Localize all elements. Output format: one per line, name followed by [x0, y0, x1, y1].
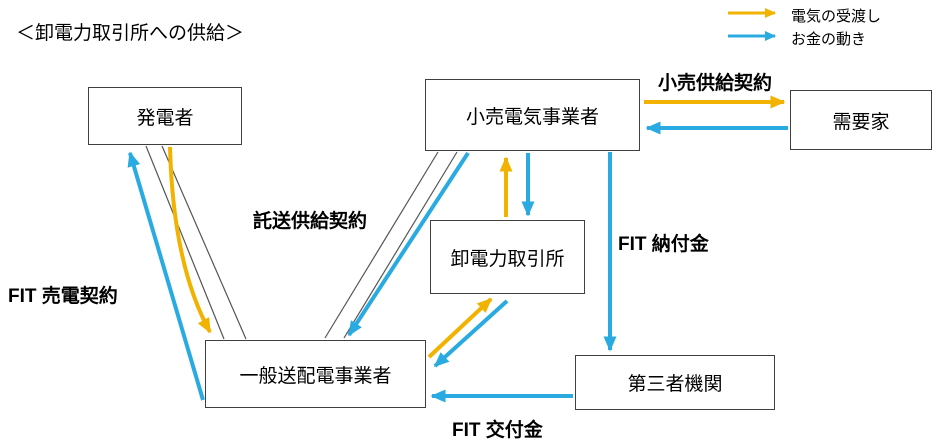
node-third-party: 第三者機関: [575, 355, 775, 410]
arrow-money-transmission-to-generator: [127, 151, 205, 401]
contract-line-retailer-transmission-1: [324, 151, 439, 339]
node-generator-label: 発電者: [136, 107, 194, 129]
label-fit-levy: FIT 納付金: [618, 234, 709, 255]
arrow-money-retailer-to-transmission: [347, 151, 470, 337]
node-consumer: 需要家: [790, 90, 932, 150]
diagram-title: ＜卸電力取引所への供給＞: [16, 23, 245, 44]
arrow-money-exchange-to-transmission: [433, 299, 509, 368]
node-retailer-label: 小売電気事業者: [465, 106, 599, 128]
node-third-party-label: 第三者機関: [627, 374, 723, 395]
node-exchange: 卸電力取引所: [430, 220, 585, 294]
contract-line-generator-transmission-2: [161, 145, 247, 340]
arrow-electricity-generator-to-transmission: [168, 146, 212, 334]
legend-label-electricity: 電気の受渡し: [791, 8, 882, 25]
label-consignment-supply-contract: 託送供給契約: [253, 211, 368, 232]
legend-label-money: お金の動き: [791, 31, 867, 48]
label-fit-sale-contract: FIT 売電契約: [8, 286, 118, 307]
label-retail-supply-contract: 小売供給契約: [658, 73, 773, 94]
node-exchange-label: 卸電力取引所: [450, 248, 565, 270]
contract-line-generator-transmission-1: [145, 145, 225, 340]
node-retailer: 小売電気事業者: [425, 79, 640, 151]
node-generator: 発電者: [88, 87, 242, 145]
node-consumer-label: 需要家: [832, 111, 890, 133]
label-fit-grant: FIT 交付金: [452, 420, 543, 441]
node-transmission: 一般送配電事業者: [205, 340, 426, 408]
contract-line-retailer-transmission-2: [343, 151, 458, 339]
arrow-electricity-transmission-to-exchange: [427, 297, 493, 359]
node-transmission-label: 一般送配電事業者: [239, 365, 392, 387]
